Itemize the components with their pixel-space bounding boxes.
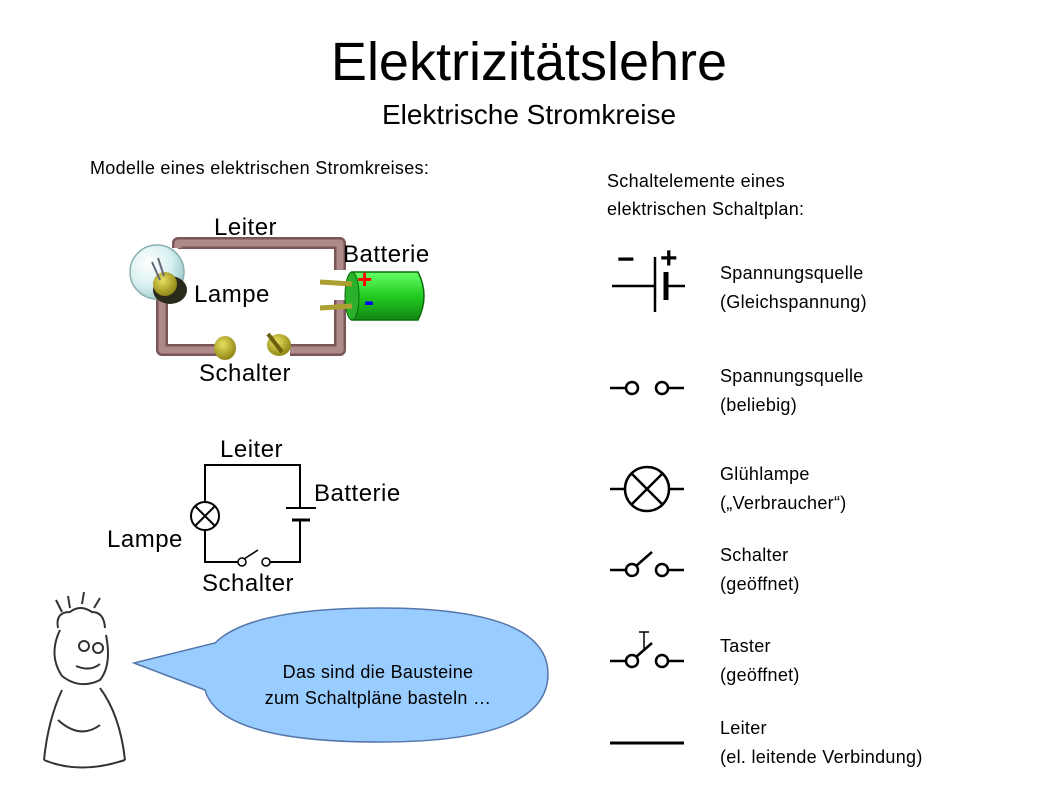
push-button-open-icon bbox=[610, 631, 684, 669]
label-schematic-batterie: Batterie bbox=[314, 480, 401, 507]
symbol-label-line: (geöffnet) bbox=[720, 574, 800, 594]
page-subtitle: Elektrische Stromkreise bbox=[381, 99, 677, 130]
battery-plus-sign: + bbox=[357, 264, 373, 294]
dc-plus-sign: + bbox=[660, 242, 678, 275]
symbol-label-source: Spannungsquelle (beliebig) bbox=[720, 362, 864, 420]
label-schematic-schalter: Schalter bbox=[202, 570, 295, 597]
lamp-icon bbox=[610, 465, 684, 513]
speech-bubble-text: Das sind die Bausteine zum Schaltpläne b… bbox=[208, 659, 548, 711]
symbol-label-line: Schalter bbox=[720, 545, 789, 565]
label-3d-batterie: Batterie bbox=[343, 241, 430, 268]
lamp-3d-icon bbox=[129, 244, 185, 300]
symbol-label-switch: Schalter (geöffnet) bbox=[720, 541, 800, 599]
schematic-lamp-icon bbox=[190, 501, 220, 531]
cartoon-boy-icon bbox=[43, 591, 126, 769]
battery-minus-sign: - bbox=[364, 285, 374, 318]
symbol-label-lamp: Glühlampe („Verbraucher“) bbox=[720, 460, 847, 518]
switch-knob-left bbox=[214, 336, 236, 360]
switch-open-icon bbox=[610, 551, 684, 578]
symbol-label-line: (beliebig) bbox=[720, 395, 798, 415]
symbol-label-line: Taster bbox=[720, 636, 771, 656]
symbol-label-line: (el. leitende Verbindung) bbox=[720, 747, 923, 767]
symbol-label-push-button: Taster (geöffnet) bbox=[720, 632, 800, 690]
switch-knob-right bbox=[267, 334, 291, 356]
label-schematic-lampe: Lampe bbox=[107, 526, 183, 553]
symbol-label-line: Spannungsquelle bbox=[720, 263, 864, 283]
label-3d-lampe: Lampe bbox=[194, 281, 270, 308]
page-title: Elektrizitätslehre bbox=[330, 32, 728, 92]
label-3d-schalter: Schalter bbox=[199, 360, 292, 387]
speech-bubble-line-2: zum Schaltpläne basteln … bbox=[264, 688, 492, 708]
symbol-label-dc-source: Spannungsquelle (Gleichspannung) bbox=[720, 259, 867, 317]
elements-heading: Schaltelemente eines elektrischen Schalt… bbox=[607, 167, 804, 223]
symbol-label-line: („Verbraucher“) bbox=[720, 493, 847, 513]
label-3d-leiter: Leiter bbox=[214, 214, 278, 241]
elements-heading-line-2: elektrischen Schaltplan: bbox=[607, 199, 805, 219]
speech-bubble-line-1: Das sind die Bausteine bbox=[282, 662, 474, 682]
elements-heading-line-1: Schaltelemente eines bbox=[607, 171, 786, 191]
symbol-label-line: (Gleichspannung) bbox=[720, 292, 867, 312]
voltage-source-icon bbox=[610, 380, 684, 396]
symbol-label-line: Leiter bbox=[720, 718, 767, 738]
dc-minus-sign: − bbox=[617, 243, 635, 276]
models-heading: Modelle eines elektrischen Stromkreises: bbox=[90, 158, 430, 178]
symbol-label-conductor: Leiter (el. leitende Verbindung) bbox=[720, 714, 923, 772]
label-schematic-leiter: Leiter bbox=[220, 436, 284, 463]
symbol-label-line: (geöffnet) bbox=[720, 665, 800, 685]
symbol-label-line: Spannungsquelle bbox=[720, 366, 864, 386]
schematic-switch-lever bbox=[243, 549, 259, 560]
symbol-label-line: Glühlampe bbox=[720, 464, 810, 484]
